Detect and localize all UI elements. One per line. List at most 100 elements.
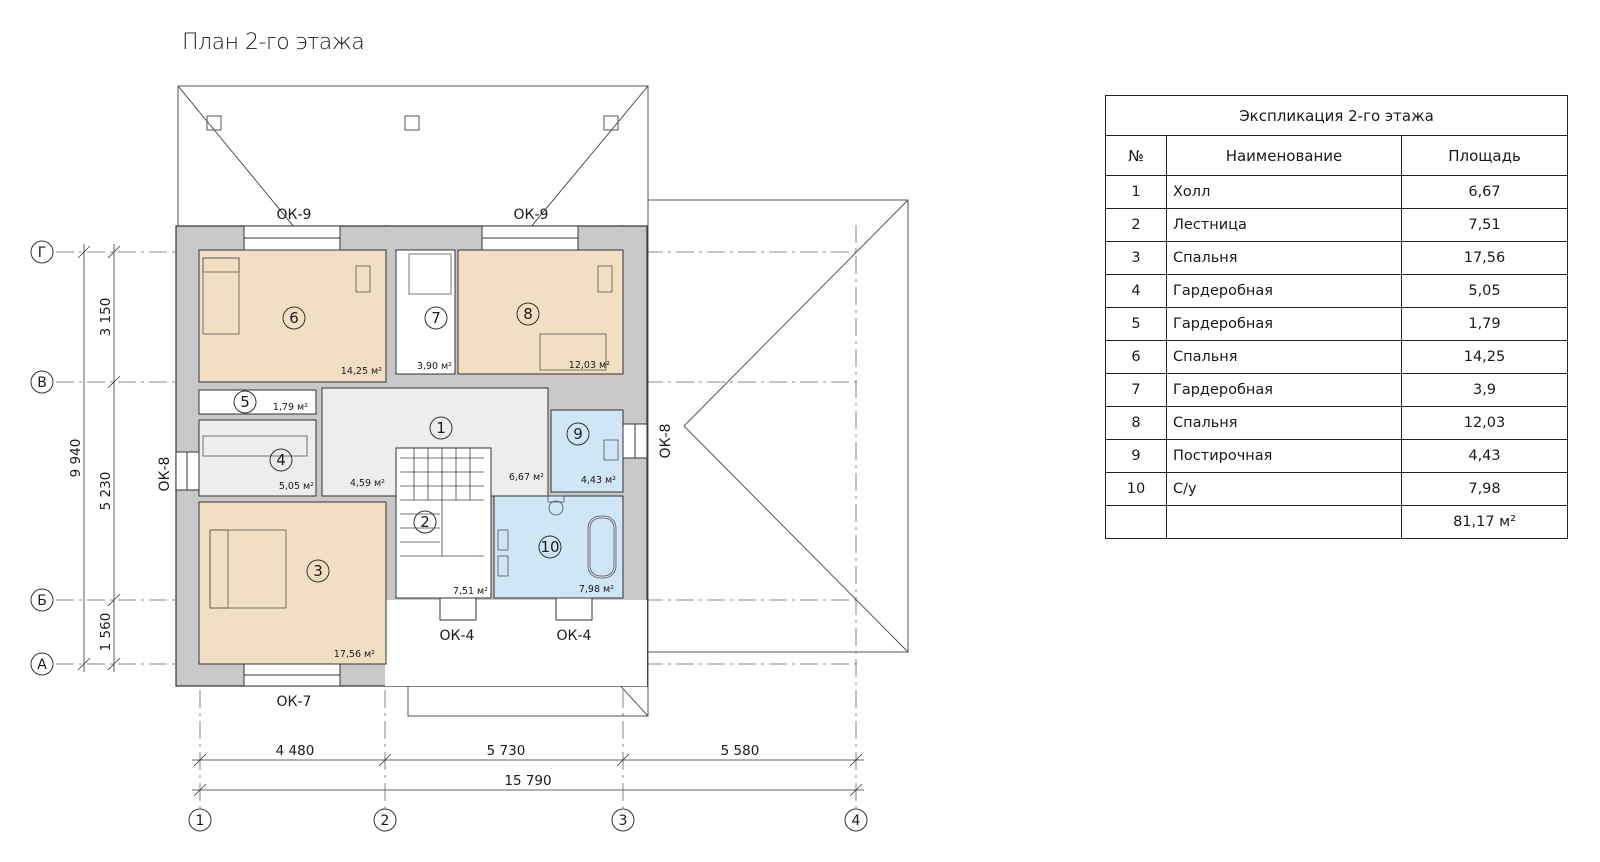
room-1-area: 6,67 м² xyxy=(509,472,544,483)
explication-caption: Экспликация 2-го этажа xyxy=(1105,95,1568,136)
table-row: 6 Спальня 14,25 xyxy=(1105,340,1568,374)
table-row: 4 Гардеробная 5,05 xyxy=(1105,274,1568,308)
row-name: Холл xyxy=(1166,175,1402,209)
table-row: 5 Гардеробная 1,79 xyxy=(1105,307,1568,341)
room-1-num: 1 xyxy=(436,419,446,437)
row-name: Гардеробная xyxy=(1166,373,1402,407)
axis-letter-v: В xyxy=(37,375,47,391)
room-9 xyxy=(550,409,624,493)
room-4 xyxy=(198,419,317,497)
window-ok8-left: ОК-8 xyxy=(157,457,173,492)
axis-marker-labels: Г В Б А 1 2 3 4 xyxy=(37,245,860,829)
dim-v-3: 1 560 xyxy=(98,613,114,652)
room-3-num: 3 xyxy=(313,562,323,580)
axis-letter-a: А xyxy=(37,657,47,673)
room-9-area: 4,43 м² xyxy=(581,475,616,486)
dim-h-1: 4 480 xyxy=(276,743,315,759)
table-total-row: 81,17 м² xyxy=(1105,505,1568,539)
table-row: 9 Постирочная 4,43 xyxy=(1105,439,1568,473)
furniture xyxy=(202,253,619,609)
row-number: 9 xyxy=(1105,439,1167,473)
windows xyxy=(175,225,648,687)
row-name: Спальня xyxy=(1166,241,1402,275)
row-area: 17,56 xyxy=(1401,241,1568,275)
window-ok9-left: ОК-9 xyxy=(277,207,312,223)
window-ok4-left: ОК-4 xyxy=(440,628,475,644)
table-row: 2 Лестница 7,51 xyxy=(1105,208,1568,242)
row-name: Гардеробная xyxy=(1166,274,1402,308)
roof-outline xyxy=(177,85,909,717)
row-area: 5,05 xyxy=(1401,274,1568,308)
room-areas: 6,67 м² 7,51 м² 17,56 м² 5,05 м² 1,79 м²… xyxy=(273,360,616,660)
table-row: 1 Холл 6,67 xyxy=(1105,175,1568,209)
room-4-num: 4 xyxy=(276,451,286,469)
row-number: 7 xyxy=(1105,373,1167,407)
room-4-area: 5,05 м² xyxy=(279,481,314,492)
row-number: 1 xyxy=(1105,175,1167,209)
window-labels: ОК-9 ОК-9 ОК-4 ОК-4 ОК-7 ОК-8 ОК-8 xyxy=(157,207,674,710)
room-8-area: 12,03 м² xyxy=(569,360,610,371)
room-8-num: 8 xyxy=(523,305,533,323)
room-5-area: 1,79 м² xyxy=(273,402,308,413)
dim-v-2: 5 230 xyxy=(98,472,114,511)
page-title: План 2-го этажа xyxy=(182,30,365,55)
row-number: 4 xyxy=(1105,274,1167,308)
row-name: Постирочная xyxy=(1166,439,1402,473)
dim-h-2: 5 730 xyxy=(487,743,526,759)
vertical-dimension-values: 3 150 5 230 1 560 9 940 xyxy=(68,298,114,652)
axis-number-4: 4 xyxy=(852,813,861,829)
room-3-area: 17,56 м² xyxy=(334,649,375,660)
row-number: 10 xyxy=(1105,472,1167,506)
row-area: 3,9 xyxy=(1401,373,1568,407)
corridor-area: 4,59 м² xyxy=(350,478,385,489)
room-7 xyxy=(395,249,456,375)
room-8 xyxy=(457,249,624,375)
room-6-num: 6 xyxy=(289,309,299,327)
vertical-dimensions xyxy=(77,244,121,672)
total-area: 81,17 м² xyxy=(1401,505,1568,539)
room-7-num: 7 xyxy=(431,309,441,327)
window-ok9-right: ОК-9 xyxy=(514,207,549,223)
room-5-num: 5 xyxy=(240,393,250,411)
row-name: Спальня xyxy=(1166,406,1402,440)
room-3 xyxy=(198,501,387,665)
row-name: Лестница xyxy=(1166,208,1402,242)
axis-letter-b: Б xyxy=(37,593,47,609)
room-10-area: 7,98 м² xyxy=(579,584,614,595)
horizontal-dimensions xyxy=(192,753,864,797)
row-area: 4,43 xyxy=(1401,439,1568,473)
row-area: 7,51 xyxy=(1401,208,1568,242)
row-area: 14,25 xyxy=(1401,340,1568,374)
room-6-area: 14,25 м² xyxy=(341,366,382,377)
dim-v-1: 3 150 xyxy=(98,298,114,337)
dim-h-total: 15 790 xyxy=(504,773,551,789)
dim-h-3: 5 580 xyxy=(721,743,760,759)
table-row: 10 С/у 7,98 xyxy=(1105,472,1568,506)
table-row: 7 Гардеробная 3,9 xyxy=(1105,373,1568,407)
room-7-area: 3,90 м² xyxy=(417,361,452,372)
header-area: Площадь xyxy=(1401,135,1568,176)
rooms xyxy=(198,249,624,665)
window-ok7: ОК-7 xyxy=(277,694,312,710)
room-2-num: 2 xyxy=(420,513,430,531)
floor-plan: 1 2 3 4 5 6 7 8 9 10 6,67 м² 7,51 м² 17,… xyxy=(30,85,909,832)
axis-number-2: 2 xyxy=(381,813,390,829)
axis-markers xyxy=(30,240,868,832)
row-number: 2 xyxy=(1105,208,1167,242)
axis-number-1: 1 xyxy=(196,813,205,829)
room-numbers: 1 2 3 4 5 6 7 8 9 10 xyxy=(240,305,583,580)
table-row: 8 Спальня 12,03 xyxy=(1105,406,1568,440)
header-number: № xyxy=(1105,135,1167,176)
axis-number-3: 3 xyxy=(619,813,628,829)
table-row: 3 Спальня 17,56 xyxy=(1105,241,1568,275)
row-area: 1,79 xyxy=(1401,307,1568,341)
row-number: 6 xyxy=(1105,340,1167,374)
axis-letter-g: Г xyxy=(38,245,47,261)
room-2-area: 7,51 м² xyxy=(453,586,488,597)
row-name: Спальня xyxy=(1166,340,1402,374)
explication-table: Экспликация 2-го этажа № Наименование Пл… xyxy=(1105,95,1568,539)
room-9-num: 9 xyxy=(573,425,583,443)
row-area: 12,03 xyxy=(1401,406,1568,440)
room-5 xyxy=(198,389,317,415)
header-name: Наименование xyxy=(1166,135,1402,176)
